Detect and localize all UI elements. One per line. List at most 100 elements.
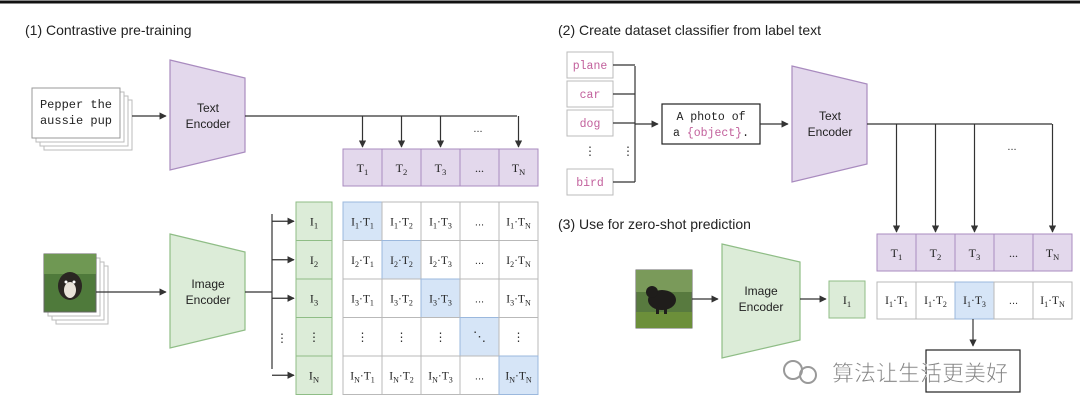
label-text: bird bbox=[576, 177, 604, 190]
zeroshot-dog-photo bbox=[635, 269, 693, 329]
section-title-pretraining: (1) Contrastive pre-training bbox=[25, 22, 192, 38]
text-encoder-2-label-2: Encoder bbox=[808, 125, 853, 139]
arrow-ellipsis: ... bbox=[473, 123, 482, 135]
label-box bbox=[566, 109, 614, 137]
matrix-cell bbox=[342, 240, 383, 280]
text-token-row: T1 T2 T3... TN bbox=[342, 148, 539, 187]
prompt-template: A photo of a {object}. bbox=[661, 103, 761, 145]
matrix-cell bbox=[420, 240, 461, 280]
text-encoder-2-label-1: Text bbox=[819, 109, 842, 123]
matrix-product: I2·T3 bbox=[429, 255, 452, 269]
matrix-product: I1·T1 bbox=[351, 216, 374, 230]
zeroshot-score-ellipsis: ... bbox=[1009, 295, 1018, 307]
watermark: 算法让生活更美好 bbox=[783, 360, 1008, 386]
zeroshot-text-token-cell bbox=[876, 233, 917, 272]
caption-line-1: Pepper the bbox=[40, 98, 112, 112]
matrix-product: IN·T3 bbox=[428, 370, 452, 384]
text-token-label: T3 bbox=[435, 161, 447, 177]
section-title-classifier: (2) Create dataset classifier from label… bbox=[558, 22, 821, 38]
zeroshot-text-arrows bbox=[892, 124, 1057, 233]
image-encoder-2-label-2: Encoder bbox=[739, 300, 784, 314]
matrix-product: I3·T2 bbox=[390, 293, 413, 307]
image-encoder-zeroshot: Image Encoder bbox=[721, 243, 801, 359]
zeroshot-image-token: I1 bbox=[828, 280, 866, 319]
label-text: car bbox=[580, 89, 601, 102]
image-token-arrows: ⋮ bbox=[272, 217, 295, 379]
zeroshot-text-token-cell bbox=[954, 233, 995, 272]
matrix-ddots: ⋱ bbox=[473, 329, 486, 344]
zeroshot-score-cell bbox=[915, 281, 956, 320]
text-token-label: TN bbox=[512, 161, 526, 177]
zeroshot-score-cell bbox=[993, 281, 1034, 320]
image-token-label: I3 bbox=[310, 291, 318, 307]
text-token-cell bbox=[381, 148, 422, 187]
matrix-product: I1·TN bbox=[506, 216, 531, 230]
matrix-product: IN·T2 bbox=[389, 370, 413, 384]
image-token-cell bbox=[295, 317, 333, 357]
matrix-ellipsis: ... bbox=[475, 216, 484, 228]
matrix-cell bbox=[381, 355, 422, 395]
image-arrow-vdots: ⋮ bbox=[276, 331, 288, 345]
text-encoder-pretraining: Text Encoder bbox=[169, 59, 246, 171]
matrix-ellipsis: ... bbox=[475, 255, 484, 267]
arrow-ellipsis-2: ... bbox=[1007, 141, 1016, 153]
matrix-cell bbox=[459, 201, 500, 241]
caption-stack: Pepper the aussie pup bbox=[31, 87, 133, 151]
section-title-zeroshot: (3) Use for zero-shot prediction bbox=[558, 216, 751, 232]
label-box bbox=[566, 51, 614, 79]
zeroshot-score-highlight bbox=[954, 281, 995, 320]
text-token-cell bbox=[342, 148, 383, 187]
image-token-cell bbox=[295, 278, 333, 318]
label-vdots: ⋮ bbox=[622, 144, 634, 158]
zeroshot-text-token-label: T1 bbox=[891, 246, 903, 262]
zeroshot-text-token-label: TN bbox=[1046, 246, 1060, 262]
matrix-product: IN·TN bbox=[505, 370, 531, 384]
zeroshot-text-token-label: T3 bbox=[969, 246, 981, 262]
matrix-product: I3·TN bbox=[506, 293, 531, 307]
label-box bbox=[566, 168, 614, 196]
zeroshot-text-token-label: T2 bbox=[930, 246, 942, 262]
prediction-box bbox=[925, 349, 1021, 393]
matrix-product: I1·T3 bbox=[429, 216, 452, 230]
text-encoder-label-2: Encoder bbox=[186, 117, 231, 131]
zeroshot-score-cell bbox=[876, 281, 917, 320]
image-token-label: I2 bbox=[310, 253, 318, 269]
zeroshot-score-product: I1·T3 bbox=[963, 295, 986, 309]
label-box bbox=[566, 80, 614, 108]
zeroshot-score-product: I1·TN bbox=[1040, 295, 1065, 309]
text-token-label: T1 bbox=[357, 161, 369, 177]
image-token-cell bbox=[295, 355, 333, 395]
matrix-product: I2·T2 bbox=[390, 255, 413, 269]
matrix-product: I3·T1 bbox=[351, 293, 374, 307]
matrix-cell bbox=[420, 317, 461, 357]
image-encoder-pretraining: Image Encoder bbox=[169, 233, 246, 349]
image-token-label: I1 bbox=[310, 214, 318, 230]
matrix-product: I2·T1 bbox=[351, 255, 374, 269]
zeroshot-score-product: I1·T2 bbox=[924, 295, 947, 309]
text-token-cell bbox=[459, 148, 500, 187]
image-token-cell bbox=[295, 240, 333, 280]
matrix-product: I2·TN bbox=[506, 255, 531, 269]
matrix-cell bbox=[498, 201, 539, 241]
matrix-vdots: ⋮ bbox=[396, 330, 408, 344]
image-token-label: ⋮ bbox=[308, 330, 320, 344]
zeroshot-text-token-cell bbox=[993, 233, 1034, 272]
matrix-cell bbox=[342, 278, 383, 318]
matrix-vdots: ⋮ bbox=[435, 330, 447, 344]
text-token-arrows bbox=[358, 116, 523, 148]
zeroshot-i1-label: I1 bbox=[843, 293, 851, 309]
caption-line-2: aussie pup bbox=[40, 114, 112, 128]
matrix-vdots: ⋮ bbox=[513, 330, 525, 344]
matrix-ellipsis: ... bbox=[475, 293, 484, 305]
image-encoder-2-label-1: Image bbox=[744, 284, 778, 298]
text-token-label: ... bbox=[475, 161, 484, 175]
text-token-label: T2 bbox=[396, 161, 408, 177]
matrix-cell bbox=[342, 317, 383, 357]
label-vdots: ⋮ bbox=[584, 144, 596, 158]
zeroshot-text-token-cell bbox=[1032, 233, 1073, 272]
image-encoder-label-1: Image bbox=[191, 277, 225, 291]
